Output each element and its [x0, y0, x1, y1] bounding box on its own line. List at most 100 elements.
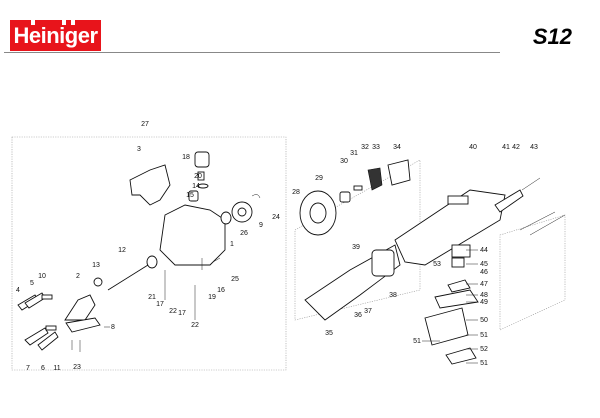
part-label: 27	[141, 121, 149, 128]
part-label: 20	[194, 173, 202, 180]
part-40-switch-window	[447, 195, 469, 205]
part-8-plate	[65, 317, 101, 333]
part-label: 38	[389, 292, 397, 299]
part-25	[212, 257, 221, 263]
part-21-bearing	[146, 255, 158, 269]
battery-clips	[519, 211, 566, 236]
part-label: 2	[76, 273, 80, 280]
part-label: 8	[111, 324, 115, 331]
part-14-ring	[197, 183, 209, 189]
part-label: 31	[350, 150, 358, 157]
part-label: 15	[186, 192, 194, 199]
part-label: 18	[182, 154, 190, 161]
part-label: 28	[292, 189, 300, 196]
switch-parts	[424, 244, 479, 365]
part-44-switch	[451, 244, 471, 258]
logo-notch	[31, 20, 35, 25]
part-label: 19	[208, 294, 216, 301]
part-label: 50	[480, 317, 488, 324]
part-label: 45	[480, 261, 488, 268]
part-label: 13	[92, 262, 100, 269]
part-29-inner	[309, 202, 327, 224]
part-label: 46	[480, 269, 488, 276]
part-40-handle	[394, 189, 506, 266]
part-label: 47	[480, 281, 488, 288]
header-divider	[4, 52, 500, 53]
part-31	[353, 185, 363, 191]
part-label: 51	[480, 360, 488, 367]
part-label: 32	[361, 144, 369, 151]
part-18-knob	[194, 151, 210, 168]
part-7	[24, 327, 49, 346]
head-parts	[17, 151, 261, 352]
part-15	[188, 190, 199, 202]
part-label: 52	[480, 346, 488, 353]
part-label: 29	[315, 175, 323, 182]
part-labels: 27 3 18 20 14 15 28 24 9 26 1 12 13 2 10…	[16, 121, 538, 372]
part-label: 23	[73, 364, 81, 371]
part-33-gasket	[367, 167, 383, 191]
part-label: 42	[512, 144, 520, 151]
cable-assembly-box	[499, 214, 566, 331]
part-52-plate	[445, 347, 477, 365]
part-label: 25	[231, 276, 239, 283]
part-38-brush-holder	[371, 249, 395, 277]
part-label: 43	[530, 144, 538, 151]
part-label: 21	[148, 294, 156, 301]
part-label: 26	[240, 230, 248, 237]
model-title: S12	[532, 24, 572, 49]
brand-name: Heiniger	[13, 23, 98, 48]
part-label: 40	[469, 144, 477, 151]
part-label: 36	[354, 312, 362, 319]
part-label: 14	[192, 183, 200, 190]
part-26-bearing	[220, 211, 232, 225]
part-13-ball	[93, 277, 103, 287]
part-label: 41	[502, 144, 510, 151]
heiniger-logo: Heiniger	[10, 20, 101, 51]
part-label: 22	[191, 322, 199, 329]
part-9-hub	[237, 207, 247, 217]
part-label: 35	[325, 330, 333, 337]
part-label: 51	[480, 332, 488, 339]
part-label: 12	[118, 247, 126, 254]
part-label: 17	[178, 310, 186, 317]
part-label: 22	[169, 308, 177, 315]
part-label: 7	[26, 365, 30, 372]
part-6	[37, 331, 59, 351]
part-label: 30	[340, 158, 348, 165]
part-2-fork	[64, 294, 96, 321]
part-43-cable	[521, 177, 541, 191]
head-assembly-box	[11, 136, 287, 371]
logo-notch	[71, 20, 75, 25]
part-20	[197, 171, 205, 181]
part-50-base	[424, 307, 469, 346]
part-label: 16	[217, 287, 225, 294]
part-label: 24	[272, 214, 280, 221]
motor-parts	[299, 159, 566, 321]
part-label: 5	[30, 280, 34, 287]
part-label: 37	[364, 308, 372, 315]
part-label: 44	[480, 247, 488, 254]
part-label: 4	[16, 287, 20, 294]
part-47	[447, 279, 471, 293]
part-label: 53	[433, 261, 441, 268]
part-34-plate	[387, 159, 411, 186]
part-41	[494, 189, 524, 213]
part-label: 49	[480, 299, 488, 306]
part-label: 33	[372, 144, 380, 151]
part-10	[41, 294, 53, 300]
part-label: 3	[137, 146, 141, 153]
part-label: 1	[230, 241, 234, 248]
part-3-cover	[129, 164, 171, 206]
part-label: 9	[259, 222, 263, 229]
part-label: 17	[156, 301, 164, 308]
part-label: 51	[413, 338, 421, 345]
logo-notch	[62, 20, 66, 25]
part-label: 39	[352, 244, 360, 251]
part-49	[434, 289, 479, 309]
part-24-clip	[251, 194, 261, 199]
leader-lines	[104, 249, 478, 364]
part-label: 48	[480, 292, 488, 299]
part-11	[45, 325, 57, 331]
